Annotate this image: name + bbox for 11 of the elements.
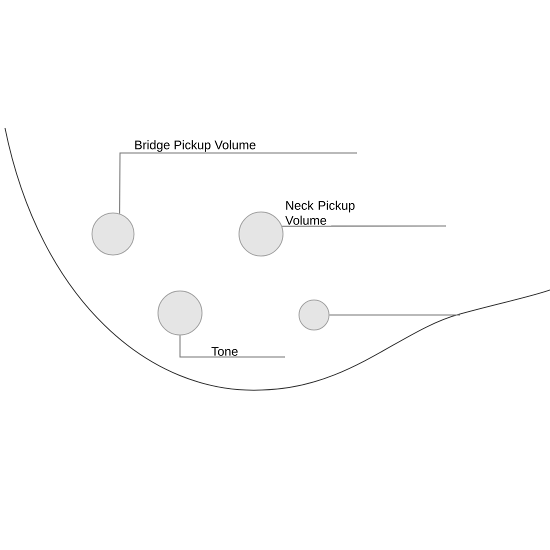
knob <box>92 212 134 256</box>
callout-label: Tone <box>211 347 238 356</box>
leader-line <box>180 335 286 358</box>
knob <box>238 212 284 256</box>
leader-line <box>329 314 460 316</box>
leader-line <box>119 152 358 214</box>
leader-line <box>282 226 446 227</box>
callout-label: Bridge Pickup Volume <box>135 140 256 152</box>
callout-label: Neck Pickup Volume <box>285 200 355 225</box>
knob <box>298 300 330 330</box>
knob <box>158 290 202 336</box>
